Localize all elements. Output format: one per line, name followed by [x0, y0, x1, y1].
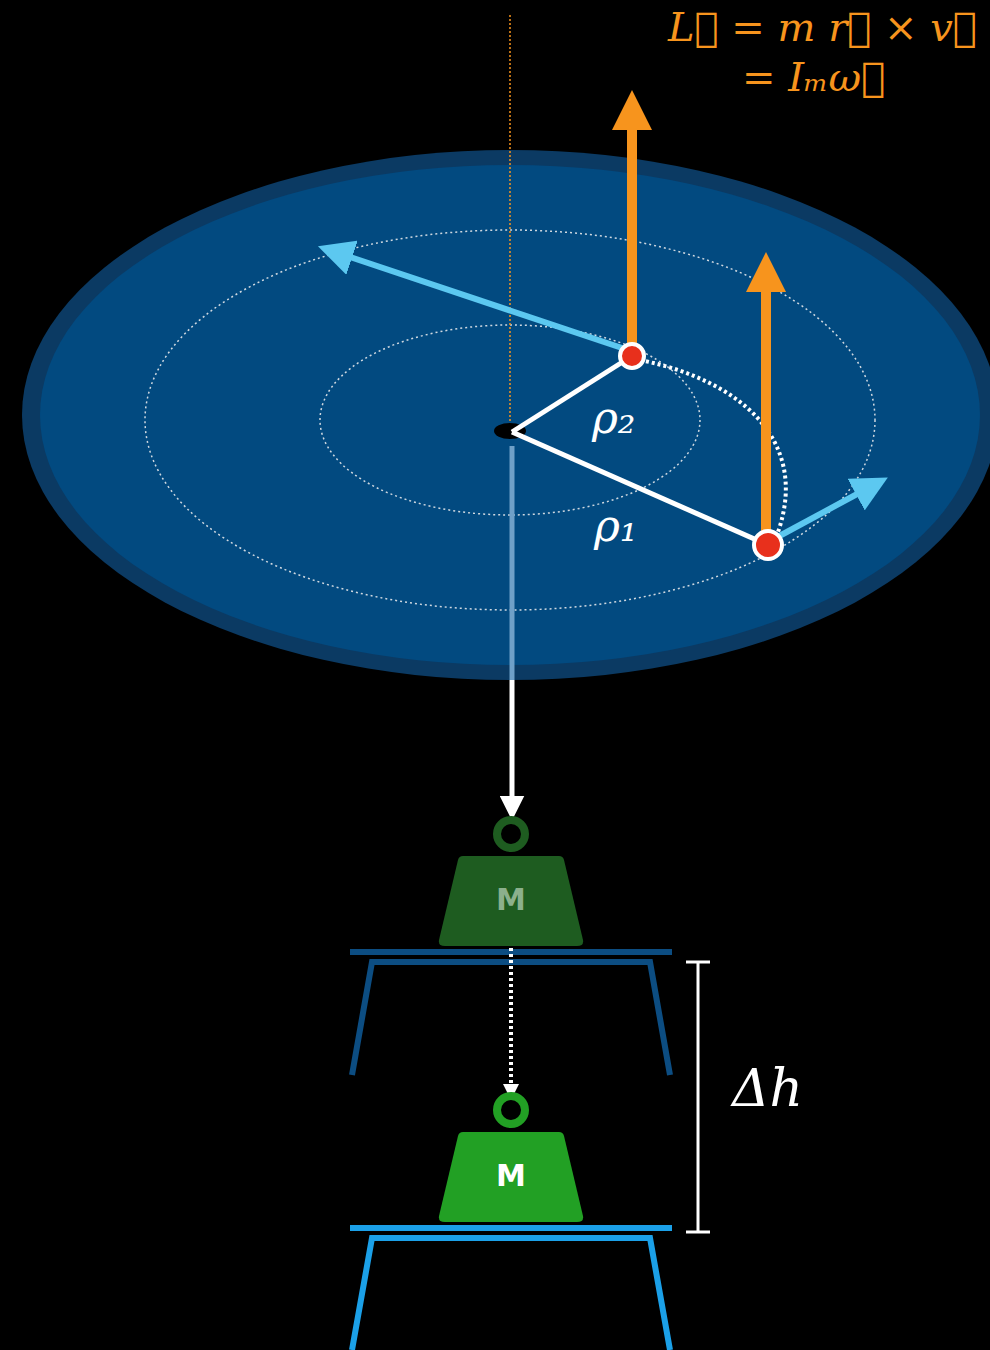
radius-1	[512, 432, 768, 545]
weight: M	[437, 812, 585, 948]
disc-rim	[22, 150, 990, 680]
string-in-disc	[510, 446, 515, 680]
string	[510, 680, 515, 808]
weight-shape	[437, 1088, 585, 1224]
momentum-2	[627, 110, 637, 352]
lower-table	[350, 1228, 672, 1350]
weight-label: M	[437, 882, 585, 917]
radius-label: ρ₁	[594, 500, 638, 551]
weight-shape	[437, 812, 585, 948]
axis-line	[509, 15, 511, 430]
velocity-1	[772, 486, 872, 540]
momentum-1	[761, 272, 771, 540]
formula: L⃗ = m r⃗ × v⃗	[668, 4, 977, 50]
mass-dot-1	[754, 531, 782, 559]
dimension-label: Δh	[732, 1058, 803, 1118]
velocity-2	[335, 252, 628, 350]
weight-ring	[497, 820, 525, 848]
mass-dot-2	[620, 344, 644, 368]
drop-arrow	[509, 948, 513, 1092]
weight: M	[437, 1088, 585, 1224]
radius-label: ρ₂	[592, 392, 636, 443]
weight-label: M	[437, 1158, 585, 1193]
height-bracket	[686, 962, 710, 1232]
weight-ring	[497, 1096, 525, 1124]
formula: = Iₘω⃗	[742, 54, 885, 100]
